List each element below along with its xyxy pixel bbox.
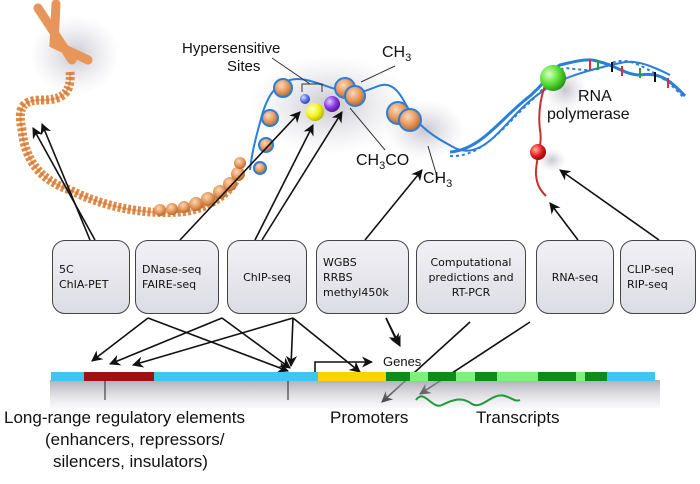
arrow-computational-genes [385,317,401,348]
transcripts-label: Transcripts [476,408,560,427]
assay-label: methyl450k [323,285,389,299]
nucleosomes [253,77,422,175]
assay-label: predictions and [428,270,514,284]
regulatory-elements-label-line3: silencers, insulators) [53,452,208,471]
acetyl-label: CH3CO [356,152,410,173]
assay-label: ChIA-PET [59,278,109,291]
exon [585,372,607,381]
nucleosome-coil [154,157,246,216]
assay-box-chip[interactable]: ChIP-seq [227,240,307,314]
exon [428,372,456,381]
regulatory-element-segment [84,372,154,381]
assay-label: RIP-seq [627,278,668,291]
tss-arrow [314,356,374,373]
assay-box-computational[interactable]: Computational predictions and RT-PCR [416,240,526,314]
regulatory-elements-label-line2: (enhancers, repressors/ [45,430,225,449]
promoters-label: Promoters [330,408,409,427]
chromatin-fiber [15,71,245,218]
assay-box-dnase[interactable]: DNase-seq FAIRE-seq [135,240,219,314]
exon [475,372,497,381]
hypersensitive-label-line1: Hypersensitive [182,40,281,57]
rna-polymerase [540,65,566,91]
assay-label: RNA-seq [551,270,599,284]
rna-polymerase-label-line1: RNA [578,88,612,105]
open-chromatin-illustration [249,55,671,181]
rna-polymerase-label-line2: polymerase [547,106,630,123]
assay-label: DNase-seq [142,263,202,276]
assay-label: RT-PCR [451,285,491,299]
assay-label: WGBS [323,255,357,269]
methyl-label-top: CH3 [382,44,412,65]
rna-binding-protein [530,144,546,160]
upper-arrows [32,111,660,241]
exon [538,372,576,381]
hs-yellow-factor [306,103,324,121]
assay-label: CLIP-seq [627,263,674,276]
chromosome-illustration [15,0,246,218]
promoter-segment [318,372,386,381]
exons [386,372,607,381]
sites-label: Sites [227,58,260,75]
assay-label: Computational [430,255,512,269]
assay-label: FAIRE-seq [142,278,197,291]
assay-box-clip[interactable]: CLIP-seq RIP-seq [620,240,696,314]
assay-box-5c[interactable]: 5C ChIA-PET [52,240,130,314]
regulatory-elements-label-line1: Long-range regulatory elements [4,408,245,427]
lower-arrows [91,317,401,373]
methyl-label-lower: CH3 [423,170,453,191]
genes-label: Genes [383,354,422,369]
rna-strand [534,84,547,197]
assay-label: 5C [59,263,74,276]
dna-helix-illustration [449,58,687,197]
assay-label: ChIP-seq [243,270,291,284]
hs-purple-factor [324,96,340,112]
exon [386,372,410,381]
hs-blue-factor [300,94,310,104]
genome-track [50,372,660,408]
hypersensitive-bracket [301,83,323,92]
hypersensitive-label-line2: Sites [227,58,261,75]
assay-box-methylation[interactable]: WGBS RRBS methyl450k [316,240,409,314]
assay-box-rnaseq[interactable]: RNA-seq [536,240,614,314]
assay-label: RRBS [323,270,353,284]
transcript-wave [415,394,521,407]
hypersensitive-sites-label: Hypersensitive [182,40,280,57]
